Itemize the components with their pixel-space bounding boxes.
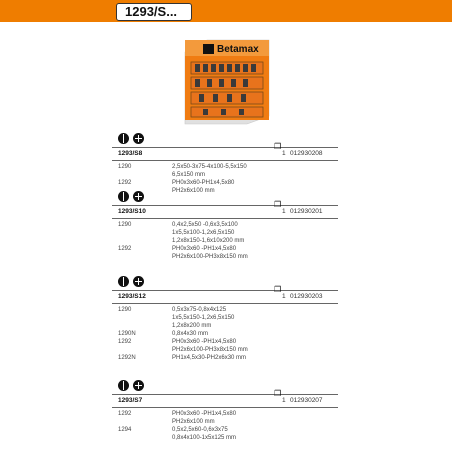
header-bar (0, 0, 452, 22)
item-sizes: 0,8x4x30 mm (172, 330, 338, 338)
slotted-screwdriver-icon (118, 133, 129, 144)
set-code: 1293/S7 (118, 397, 143, 404)
content-row: 1290 2,5x50-3x75-4x100-5,5x150 6,5x150 mm (112, 163, 338, 179)
item-ref: 1292N (118, 355, 136, 361)
size-line: PH1x4,5x30-PH2x6x30 mm (172, 355, 247, 361)
package-box-icon: ❐ (274, 285, 282, 294)
set-section: 1293/S7 ❐1 012930207 1292 PH0x3x60 -PH1x4,5x… (112, 380, 338, 442)
size-line: 1,2x8x150-1,6x10x200 mm (172, 238, 245, 244)
item-sizes: PH1x4,5x30-PH2x6x30 mm (172, 354, 338, 362)
content-row: 1290N 0,8x4x30 mm (112, 330, 338, 338)
set-ean-code: 012930208 (290, 150, 323, 157)
set-quantity: 1 (282, 208, 286, 215)
item-ref: 1290 (118, 307, 132, 313)
package-box-icon: ❐ (274, 142, 282, 151)
set-ean-code: 012930203 (290, 293, 323, 300)
set-ean-code: 012930201 (290, 208, 323, 215)
size-line: 0,4x2,5x50 -0,6x3,5x100 (172, 222, 238, 228)
size-line: PH0x3x60 -PH1x4,5x80 (172, 339, 237, 345)
tool-type-icons (112, 380, 338, 394)
item-sizes: 0,4x2,5x50 -0,6x3,5x100 1x5,5x100-1,2x6,5… (172, 221, 338, 245)
set-ean-code: 012930207 (290, 397, 323, 404)
slotted-screwdriver-icon (118, 276, 129, 287)
set-code: 1293/S10 (118, 208, 146, 215)
set-quantity: 1 (282, 293, 286, 300)
size-line: PH0x3x60-PH1x4,5x80 (172, 180, 235, 186)
item-sizes: 0,5x3x75-0,8x4x125 1x5,5x150-1,2x6,5x150 1… (172, 306, 338, 330)
size-line: 1x5,5x100-1,2x6,5x150 (172, 230, 235, 236)
phillips-screwdriver-icon (133, 133, 144, 144)
product-code-badge: 1293/S... (116, 3, 193, 21)
size-line: 6,5x150 mm (172, 172, 206, 178)
size-line: PH0x3x60 -PH1x4,5x80 (172, 246, 237, 252)
slotted-screwdriver-icon (118, 380, 129, 391)
item-sizes: 0,5x2,5x60-0,6x3x75 0,8x4x100-1x5x125 mm (172, 426, 338, 442)
size-line: PH0x3x60 -PH1x4,5x80 (172, 411, 237, 417)
size-line: 0,5x3x75-0,8x4x125 (172, 307, 227, 313)
item-ref: 1290N (118, 331, 136, 337)
item-ref: 1292 (118, 246, 132, 252)
size-line: PH2x6x100 mm (172, 419, 215, 425)
size-line: PH2x6x100-PH3x8x150 mm (172, 254, 248, 260)
slotted-screwdriver-icon (118, 191, 129, 202)
content-row: 1290 0,4x2,5x50 -0,6x3,5x100 1x5,5x100-1,2… (112, 221, 338, 245)
size-line: 2,5x50-3x75-4x100-5,5x150 (172, 164, 247, 170)
set-header: 1293/S8 ❐1 012930208 (112, 142, 338, 161)
set-quantity: 1 (282, 150, 286, 157)
content-row: 1294 0,5x2,5x60-0,6x3x75 0,8x4x100-1x5x125… (112, 426, 338, 442)
brand-logo: Betamax (217, 44, 259, 55)
phillips-screwdriver-icon (133, 380, 144, 391)
set-section: 1293/S10 ❐1 012930201 1290 0,4x2,5x50 -0,6x3… (112, 191, 338, 261)
size-line: 0,8x4x100-1x5x125 mm (172, 435, 237, 441)
item-sizes: 2,5x50-3x75-4x100-5,5x150 6,5x150 mm (172, 163, 338, 179)
set-contents: 1290 0,5x3x75-0,8x4x125 1x5,5x150-1,2x6,5x… (112, 304, 338, 362)
phillips-screwdriver-icon (133, 191, 144, 202)
item-ref: 1292 (118, 339, 132, 345)
tool-type-icons (112, 276, 338, 290)
content-row: 1290 0,5x3x75-0,8x4x125 1x5,5x150-1,2x6,5x… (112, 306, 338, 330)
size-line: PH2x6x100 mm (172, 188, 215, 194)
item-ref: 1292 (118, 411, 132, 417)
content-row: 1292N PH1x4,5x30-PH2x6x30 mm (112, 354, 338, 362)
set-section: 1293/S8 ❐1 012930208 1290 2,5x50-3x75-4x100-… (112, 133, 338, 195)
set-quantity: 1 (282, 397, 286, 404)
item-ref: 1294 (118, 427, 132, 433)
set-header: 1293/S12 ❐1 012930203 (112, 285, 338, 304)
size-line: 1x5,5x150-1,2x6,5x150 (172, 315, 235, 321)
tool-type-icons (112, 133, 338, 147)
package-box-icon: ❐ (274, 200, 282, 209)
set-contents: 1290 0,4x2,5x50 -0,6x3,5x100 1x5,5x100-1,2… (112, 219, 338, 261)
item-ref: 1292 (118, 180, 132, 186)
set-section: 1293/S12 ❐1 012930203 1290 0,5x3x75-0,8x4x12… (112, 276, 338, 362)
set-code: 1293/S8 (118, 150, 143, 157)
item-ref: 1290 (118, 222, 132, 228)
product-image: Betamax (181, 34, 273, 126)
set-header: 1293/S7 ❐1 012930207 (112, 389, 338, 408)
set-code: 1293/S12 (118, 293, 146, 300)
tool-type-icons (112, 191, 338, 205)
item-ref: 1290 (118, 164, 132, 170)
package-box-icon: ❐ (274, 389, 282, 398)
size-line: PH2x6x100-PH3x8x150 mm (172, 347, 248, 353)
set-header: 1293/S10 ❐1 012930201 (112, 200, 338, 219)
size-line: 0,8x4x30 mm (172, 331, 209, 337)
size-line: 0,5x2,5x60-0,6x3x75 (172, 427, 228, 433)
phillips-screwdriver-icon (133, 276, 144, 287)
size-line: 1,2x8x200 mm (172, 323, 212, 329)
